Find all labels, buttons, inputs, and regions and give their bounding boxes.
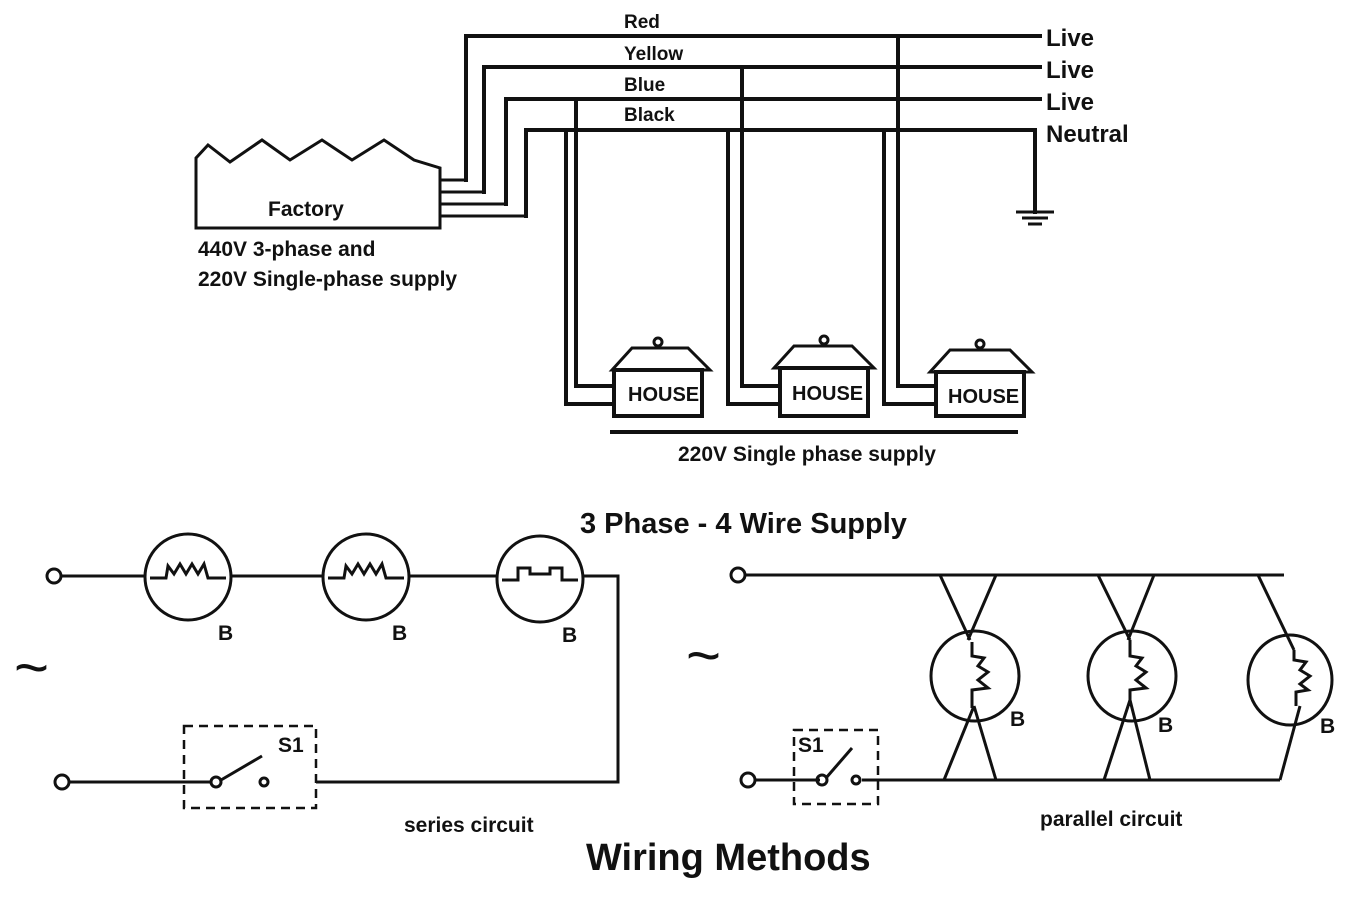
live-label-2: Live [1046,57,1094,84]
series-bulb-2-label: B [392,622,407,645]
series-circuit: B B B ~ S1 series circuit [14,532,620,837]
earth-ground-icon [1016,210,1054,226]
series-bulb-2 [321,532,411,622]
series-caption: series circuit [404,814,534,837]
series-terminal-top [45,567,63,585]
factory-label: Factory [268,198,344,221]
main-title: Wiring Methods [586,837,871,879]
factory-building [194,138,442,230]
neutral-label: Neutral [1046,121,1129,148]
parallel-terminal-bottom [739,771,757,789]
series-bulb-3 [495,534,585,624]
series-ac-source-icon: ~ [14,634,49,701]
house-1: HOUSE [608,336,714,418]
house-2: HOUSE [770,334,878,418]
wire-red-label: Red [624,12,660,33]
parallel-switch-s1: S1 [792,728,880,806]
series-bulb-1-label: B [218,622,233,645]
wire-yellow [482,65,1042,194]
live-label-1: Live [1046,25,1094,52]
house-3-label: HOUSE [948,386,1019,408]
parallel-bulb-1-label: B [1010,708,1025,731]
factory-supply-line2: 220V Single-phase supply [198,268,457,291]
series-terminal-bottom [53,773,71,791]
parallel-terminal-top [729,566,747,584]
parallel-switch-label: S1 [798,734,824,757]
parallel-bulb-2-label: B [1158,714,1173,737]
house-2-label: HOUSE [792,383,863,405]
house-1-label: HOUSE [628,384,699,406]
series-bulb-1 [143,532,233,622]
wire-black-label: Black [624,105,675,126]
wire-blue [504,97,1042,206]
parallel-caption: parallel circuit [1040,808,1182,831]
parallel-bulb-1 [929,629,1021,723]
series-switch-label: S1 [278,734,304,757]
three-phase-supply-diagram: Factory Red Yellow Blue Black Live Live … [194,12,1129,540]
series-switch-s1: S1 [182,724,318,810]
wire-red [464,34,1042,182]
parallel-bulb-3 [1246,633,1334,727]
factory-supply-line1: 440V 3-phase and [198,238,375,261]
series-bulb-3-label: B [562,624,577,647]
live-label-3: Live [1046,89,1094,116]
parallel-ac-source-icon: ~ [686,622,721,689]
parallel-circuit: B B B ~ S1 parallel circuit [686,566,1335,831]
house-3: HOUSE [926,338,1036,418]
diagram-title: 3 Phase - 4 Wire Supply [580,508,907,540]
wire-yellow-label: Yellow [624,44,683,65]
parallel-bulb-3-label: B [1320,715,1335,738]
wire-blue-label: Blue [624,75,665,96]
house-supply-caption: 220V Single phase supply [678,443,936,466]
wire-black [524,128,1037,218]
parallel-bulb-2 [1086,629,1178,723]
